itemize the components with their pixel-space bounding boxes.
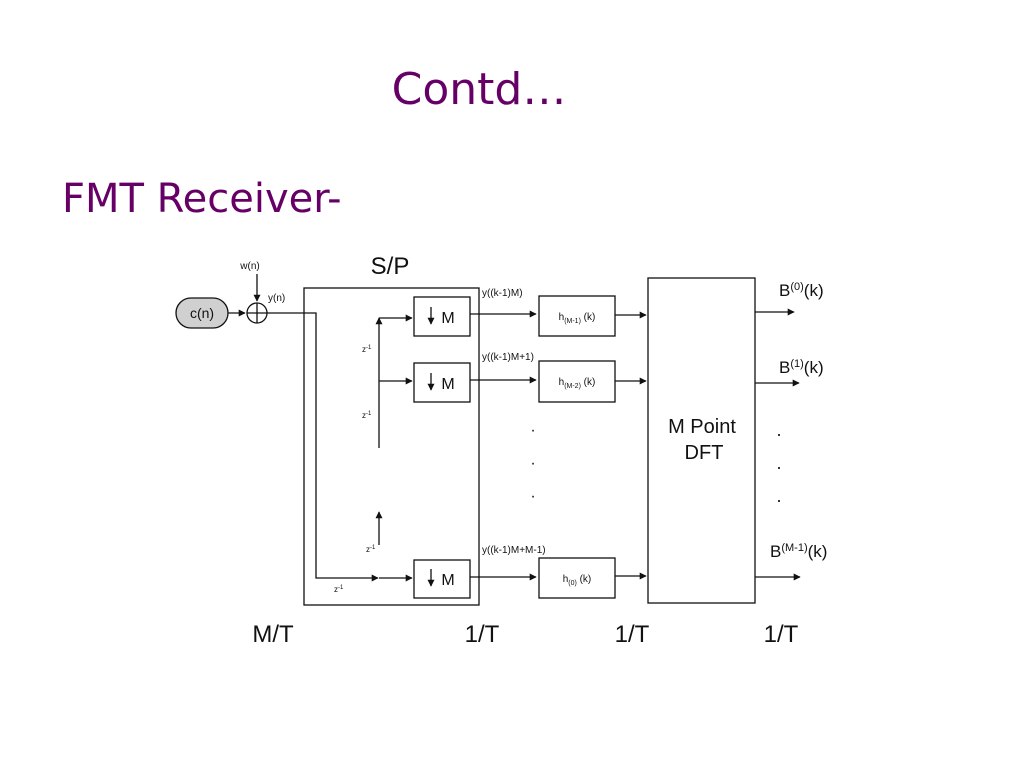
branch-dots-1: ·: [530, 422, 535, 439]
sp-block: [303, 287, 480, 606]
noise-label: w(n): [239, 261, 259, 272]
slide-subtitle: FMT Receiver-: [62, 176, 342, 222]
output-dots-3: ·: [776, 490, 782, 510]
branch-signal-last: y((k-1)M+M-1): [482, 545, 546, 556]
sum-output-label: y(n): [268, 293, 285, 304]
output-label-last: B(M-1)(k): [770, 542, 827, 561]
filter-1: h(M-2) (k): [538, 360, 616, 403]
downsampler-0: M: [413, 296, 471, 337]
delay-label-1: z-1: [362, 345, 372, 354]
output-label-1: B(1)(k): [779, 358, 824, 377]
delay-label-3: z-1: [366, 545, 376, 554]
input-feed-line: [267, 312, 379, 582]
sp-label: S/P: [371, 253, 410, 280]
downsampler-1-label: M: [441, 376, 454, 393]
filter-0: h(M-1) (k): [538, 295, 616, 337]
dft-label-line1: M Point: [668, 416, 736, 438]
downsampler-last: M: [413, 559, 471, 599]
filter-last-label: h(0) (k): [563, 574, 592, 587]
downsampler-last-label: M: [441, 572, 454, 589]
delay-label-2: z-1: [362, 411, 372, 420]
filter-0-label: h(M-1) (k): [559, 312, 596, 325]
rate-label-output: 1/T: [764, 621, 799, 648]
branch-dots-2: ·: [530, 455, 535, 472]
branch-dots-3: ·: [530, 488, 535, 505]
output-dots-1: ·: [776, 424, 782, 444]
downsampler-0-label: M: [441, 310, 454, 327]
downsampler-1: M: [413, 362, 471, 403]
input-label: c(n): [190, 305, 214, 321]
filter-1-label: h(M-2) (k): [559, 377, 596, 390]
rate-label-input: M/T: [252, 621, 294, 648]
branch-signal-0: y((k-1)M): [482, 288, 523, 299]
rate-label-sp: 1/T: [465, 621, 500, 648]
slide-title: Contd…: [391, 64, 567, 115]
output-label-0: B(0)(k): [779, 281, 824, 300]
delay-label-4: z-1: [334, 585, 344, 594]
rate-label-filter: 1/T: [615, 621, 650, 648]
branch-signal-1: y((k-1)M+1): [482, 352, 534, 363]
output-dots-2: ·: [776, 457, 782, 477]
filter-last: h(0) (k): [538, 557, 616, 599]
dft-label-line2: DFT: [685, 442, 724, 464]
dft-block: [647, 277, 756, 604]
